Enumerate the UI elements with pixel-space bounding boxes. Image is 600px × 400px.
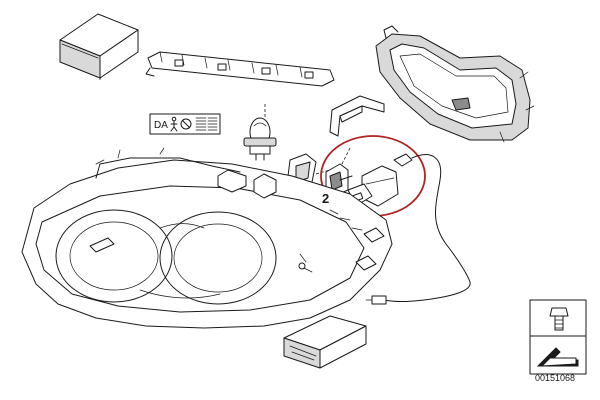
stripes-icon: [195, 117, 218, 131]
symbols-label: DA: [154, 120, 168, 131]
screw-icon: [549, 307, 569, 331]
retaining-clip: [329, 95, 385, 137]
wiring-harness: [365, 154, 471, 305]
mounting-bracket: [145, 51, 335, 87]
screw-detail: [529, 299, 587, 375]
package-box: [59, 13, 139, 79]
person-icon: [170, 116, 178, 132]
control-module: [283, 315, 367, 369]
headlight-frame: [375, 25, 535, 143]
diagram-id: 00151068: [535, 373, 576, 383]
socket-connector: [347, 153, 413, 207]
no-entry-icon: [180, 118, 192, 130]
part-number-label: 2: [322, 191, 330, 206]
headlight-housing: [21, 147, 393, 329]
halogen-bulb: [243, 117, 277, 161]
arrow-icon: [536, 347, 579, 367]
symbols-strip: DA: [149, 113, 221, 135]
